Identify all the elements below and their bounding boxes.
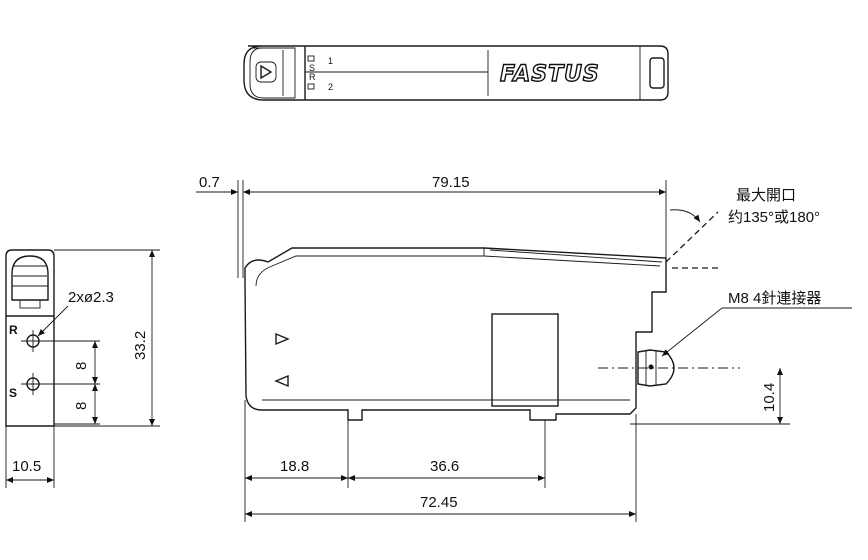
- connector-label: M8 4針連接器: [728, 290, 821, 307]
- marker-s: S: [9, 386, 17, 400]
- arrow-left-icon: [274, 374, 289, 388]
- top-view-cap: [249, 47, 296, 99]
- bottom-length-value: 72.45: [420, 494, 458, 511]
- mid-segment-value: 36.6: [430, 458, 459, 475]
- channel-label-s: S: [309, 63, 315, 73]
- cover-label-line1: 最大開口: [736, 187, 796, 204]
- front-view-inner-top: [255, 255, 661, 287]
- top-view-button: [255, 61, 277, 83]
- cover-label-line2: 约135°或180°: [728, 209, 820, 226]
- marker-r: R: [9, 323, 18, 337]
- brand-logo: FASTUS: [500, 62, 600, 87]
- front-view-window: [491, 313, 559, 407]
- top-view-led-1: [307, 55, 315, 62]
- pitch-value-lower: 8: [73, 402, 90, 410]
- play-triangle-icon: [260, 64, 273, 80]
- connector-pin: [648, 364, 654, 370]
- channel-label-r: R: [309, 72, 316, 82]
- front-view-outline: [244, 247, 667, 421]
- cover-open-line: [665, 211, 719, 263]
- connector-leader: [661, 307, 723, 357]
- hole-leader: [37, 309, 65, 337]
- left-segment-value: 18.8: [280, 458, 309, 475]
- hole-leader-end: [63, 305, 69, 311]
- cover-rotation-arrow: [669, 209, 701, 223]
- front-view: 0.7 79.15 最大開口 约135°或180° M8 4針連接器 10.4 …: [196, 174, 852, 522]
- height-value: 33.2: [132, 331, 149, 360]
- offset-value: 0.7: [199, 174, 220, 191]
- hole-callout: 2xø2.3: [68, 289, 114, 306]
- connector-height-value: 10.4: [761, 383, 778, 412]
- top-view: S R 1 2 FASTUS: [243, 45, 669, 101]
- top-length-value: 79.15: [432, 174, 470, 191]
- top-view-hinge: [649, 57, 665, 89]
- pitch-value-upper: 8: [73, 362, 90, 370]
- side-view-button: [11, 255, 49, 301]
- front-view-cover-edge: [483, 248, 663, 263]
- channel-number-1: 1: [328, 56, 333, 66]
- channel-number-2: 2: [328, 82, 333, 92]
- top-view-outline: [243, 45, 669, 101]
- side-view: R S 2xø2.3 8 8 33.2 10.5: [5, 249, 160, 488]
- top-view-led-2: [307, 83, 315, 90]
- arrow-right-icon: [275, 332, 290, 346]
- side-view-tab: [19, 299, 41, 309]
- width-value: 10.5: [12, 458, 41, 475]
- side-view-outline: [5, 249, 55, 427]
